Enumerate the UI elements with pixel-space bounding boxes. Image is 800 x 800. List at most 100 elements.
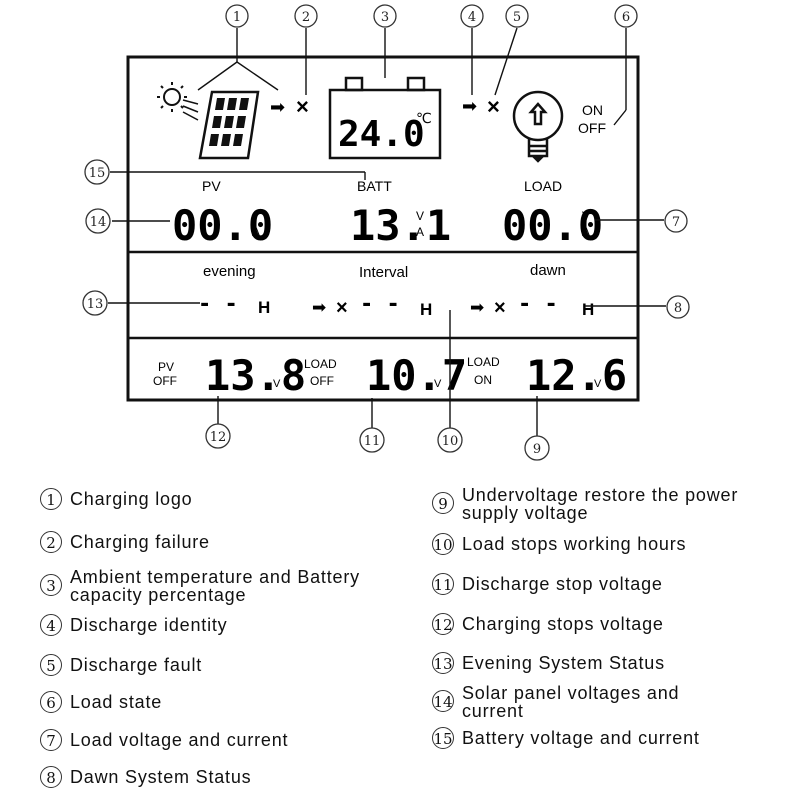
load-off-label-1: LOAD — [304, 357, 337, 371]
charging-failure-cross: × — [296, 94, 309, 119]
legend-item-10: 10 Load stops working hours — [432, 533, 772, 555]
dawn-label: dawn — [530, 262, 566, 279]
callout-num-9: 9 — [533, 442, 541, 457]
load-on-unit: V — [594, 378, 602, 390]
callout-num-5: 5 — [513, 10, 521, 25]
callout-6 — [614, 4, 638, 28]
pv-current-unit: A — [252, 225, 260, 239]
legend-text: Charging logo — [70, 489, 193, 509]
callout-5 — [505, 4, 529, 28]
evening-dashes: - - — [198, 292, 238, 317]
discharge-fault-cross: × — [487, 94, 500, 119]
legend-badge: 11 — [432, 573, 454, 595]
load-on-voltage: 12.6 — [526, 351, 627, 400]
pv-off-label-1: PV — [158, 360, 174, 374]
load-off-unit: V — [434, 378, 442, 390]
legend-text: Discharge stop voltage — [462, 574, 663, 594]
load-off-label-2: OFF — [310, 374, 334, 388]
interval-arrow-icon: ➡ — [312, 298, 326, 317]
temperature-unit: ℃ — [416, 110, 432, 126]
load-off-voltage: 10.7 — [366, 351, 467, 400]
leader-lines — [108, 27, 666, 436]
load-on-label-1: LOAD — [467, 355, 500, 369]
batt-unit-a: A — [416, 225, 424, 239]
legend-text: Battery voltage and current — [462, 728, 700, 748]
callout-3 — [373, 4, 397, 28]
legend-badge: 5 — [40, 654, 62, 676]
charge-arrow-icon: ➡ — [270, 97, 285, 117]
lamp-icon — [512, 90, 564, 163]
callout-13 — [82, 290, 108, 316]
legend-item-11: 11 Discharge stop voltage — [432, 573, 772, 595]
legend-item-12: 12 Charging stops voltage — [432, 613, 772, 635]
legend-badge: 1 — [40, 488, 62, 510]
legend-badge: 15 — [432, 727, 454, 749]
dawn-arrow-icon: ➡ — [470, 298, 484, 317]
legend-item-7: 7 Load voltage and current — [40, 729, 380, 751]
dawn-cross: × — [494, 297, 506, 319]
batt-voltage-value: 13.1 — [350, 201, 451, 250]
legend-item-9: 9 Undervoltage restore the power supply … — [432, 486, 772, 522]
pv-label: PV — [202, 178, 221, 194]
load-off-label: OFF — [578, 120, 606, 136]
pv-current-value: 00.0 — [172, 201, 273, 250]
legend-badge: 2 — [40, 531, 62, 553]
callout-2 — [294, 4, 318, 28]
lcd-frame — [126, 55, 640, 402]
legend-text: Charging failure — [70, 532, 210, 552]
legend-text: Ambient temperature and Battery capacity… — [70, 567, 360, 605]
legend-text: Discharge identity — [70, 615, 228, 635]
legend-item-14: 14 Solar panel voltages and current — [432, 684, 692, 720]
callout-num-8: 8 — [674, 301, 682, 316]
legend-badge: 7 — [40, 729, 62, 751]
pv-off-voltage: 13.8 — [205, 351, 306, 400]
callout-8 — [666, 295, 690, 319]
legend-item-5: 5 Discharge fault — [40, 654, 380, 676]
callout-num-4: 4 — [468, 10, 476, 25]
callout-num-7: 7 — [672, 215, 680, 230]
callout-9 — [524, 435, 550, 461]
callout-7 — [664, 209, 688, 233]
legend-text: Load voltage and current — [70, 730, 289, 750]
callout-num-2: 2 — [302, 10, 310, 25]
legend-item-15: 15 Battery voltage and current — [432, 727, 772, 749]
legend-text: Dawn System Status — [70, 767, 252, 787]
load-on-label: ON — [582, 102, 603, 118]
legend-badge: 3 — [40, 574, 62, 596]
callout-num-12: 12 — [210, 430, 227, 445]
legend-text: Load stops working hours — [462, 534, 687, 554]
legend-badge: 10 — [432, 533, 454, 555]
legend-text: Evening System Status — [462, 653, 665, 673]
legend-item-8: 8 Dawn System Status — [40, 766, 380, 788]
callout-12 — [205, 423, 231, 449]
callout-14 — [85, 208, 111, 234]
callout-num-1: 1 — [233, 10, 241, 25]
legend-text: Discharge fault — [70, 655, 203, 675]
legend-item-3: 3 Ambient temperature and Battery capaci… — [40, 568, 400, 604]
callout-num-10: 10 — [442, 434, 459, 449]
load-value: 00.0 — [502, 201, 603, 250]
legend-text: Undervoltage restore the power supply vo… — [462, 485, 739, 523]
legend-text: Load state — [70, 692, 163, 712]
legend-badge: 9 — [432, 492, 454, 514]
temperature-value: 24.0 — [338, 114, 425, 155]
callout-markers — [82, 4, 690, 461]
load-unit-a: A — [582, 225, 590, 239]
sun-icon — [157, 82, 187, 112]
legend-item-2: 2 Charging failure — [40, 531, 380, 553]
callout-11 — [359, 427, 385, 453]
load-on-label-2: ON — [474, 373, 492, 387]
callout-15 — [84, 159, 110, 185]
pv-off-unit: V — [273, 378, 281, 390]
interval-hour-unit: H — [420, 300, 432, 319]
dawn-dashes: - - — [518, 292, 558, 317]
dawn-hour-unit: H — [582, 300, 594, 319]
callout-num-3: 3 — [381, 10, 389, 25]
callout-num-11: 11 — [364, 434, 381, 449]
legend-item-6: 6 Load state — [40, 691, 380, 713]
solar-panel-icon — [198, 90, 260, 160]
load-label: LOAD — [524, 178, 562, 194]
legend-badge: 6 — [40, 691, 62, 713]
interval-cross: × — [336, 297, 348, 319]
